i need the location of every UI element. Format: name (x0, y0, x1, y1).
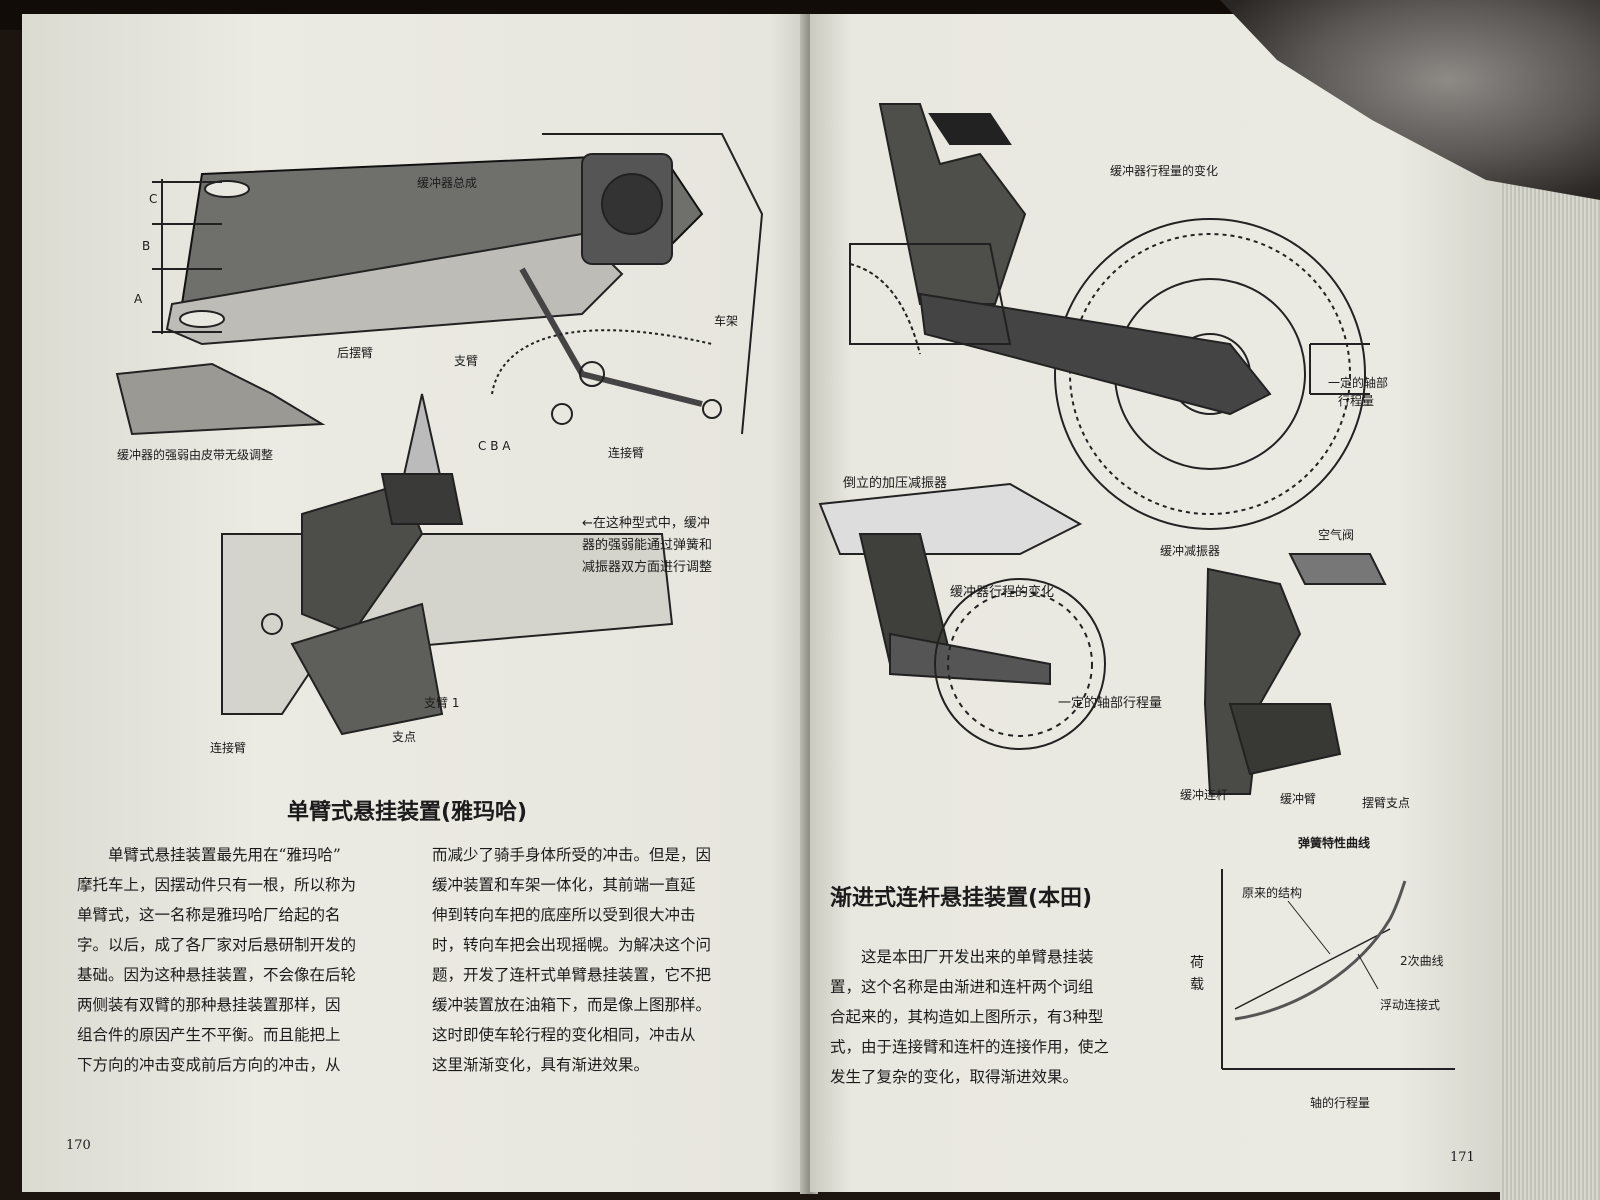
graph-label-original: 原来的结构 (1242, 886, 1303, 900)
swingarm-illustration (115, 133, 764, 736)
page-number-left: 170 (66, 1138, 91, 1153)
label-cba: C B A (478, 439, 511, 453)
label-stroke-change-2: 缓冲器行程的变化 (950, 585, 1055, 600)
text-line: 发生了复杂的变化，取得渐进效果。 (830, 1068, 1079, 1086)
label-stroke-change: 缓冲器行程量的变化 (1110, 164, 1219, 178)
section-title-honda: 渐进式连杆悬挂装置(本田) (830, 886, 1093, 911)
text-line: 时，转向车把会出现摇幌。为解决这个问 (432, 936, 712, 954)
graph-title: 弹簧特性曲线 (1298, 836, 1371, 850)
text-line: 缓冲装置和车架一体化，其前端一直延 (432, 876, 696, 894)
left-column-1: 单臂式悬挂装置最先用在“雅玛哈” 摩托车上，因摆动件只有一根，所以称为 单臂式，… (77, 840, 447, 1080)
label-axle-stroke-1: 一定的轴部 (1328, 376, 1389, 390)
label-axle-stroke-2: 行程量 (1338, 394, 1375, 408)
text-line: 基础。因为这种悬挂装置，不会像在后轮 (77, 966, 357, 984)
label-support-arm-1: 支臂 1 (424, 696, 460, 710)
left-column-2: 而减少了骑手身体所受的冲击。但是，因 缓冲装置和车架一体化，其前端一直延 伸到转… (432, 840, 802, 1080)
text-line: 两侧装有双臂的那种悬挂装置那样，因 (77, 996, 341, 1014)
text-line: 合起来的，其构造如上图所示，有3种型 (830, 1008, 1104, 1026)
text-line: 式，由于连接臂和连杆的连接作用，使之 (830, 1038, 1110, 1056)
left-page: 缓冲器总成 后摆臂 支臂 车架 连接臂 缓冲器的强弱由皮带无级调整 C B A … (22, 14, 808, 1192)
label-link-arm: 连接臂 (608, 446, 645, 460)
label-shock-link: 缓冲连杆 (1180, 788, 1229, 802)
right-paragraph: 这是本田厂开发出来的单臂悬挂装 置，这个名称是由渐进和连杆两个词组 合起来的，其… (830, 942, 1190, 1092)
label-link-arm-2: 连接臂 (210, 741, 247, 755)
label-note-2: 器的强弱能通过弹簧和 (582, 538, 713, 553)
text-line: 字。以后，成了各厂家对后悬研制开发的 (77, 936, 357, 954)
label-rear-swingarm: 后摆臂 (337, 346, 374, 360)
page-stack-edge (1500, 150, 1600, 1200)
label-frame: 车架 (714, 314, 739, 328)
label-shock-assembly: 缓冲器总成 (417, 176, 478, 190)
text-line: 而减少了骑手身体所受的冲击。但是，因 (432, 846, 712, 864)
honda-suspension-illustration (818, 103, 1387, 795)
section-title-yamaha: 单臂式悬挂装置(雅玛哈) (287, 800, 528, 825)
text-line: 这时即使车轮行程的变化相同，冲击从 (432, 1026, 696, 1044)
page-number-right: 171 (1450, 1150, 1475, 1165)
original-structure-line (1234, 928, 1391, 1010)
label-dim-a: A (134, 292, 143, 306)
label-note-3: 减振器双方面进行调整 (582, 560, 713, 575)
text-line: 组合件的原因产生不平衡。而且能把上 (77, 1026, 341, 1044)
text-line: 题，开发了连杆式单臂悬挂装置，它不把 (432, 966, 712, 984)
label-dim-b: B (142, 239, 151, 253)
label-inverted-damper: 倒立的加压减振器 (843, 476, 948, 491)
text-line: 这是本田厂开发出来的单臂悬挂装 (861, 948, 1094, 966)
label-shock-arm: 缓冲臂 (1280, 792, 1317, 806)
label-pivot: 支点 (392, 730, 417, 744)
text-line: 单臂式，这一名称是雅玛哈厂给起的名 (77, 906, 341, 924)
label-axle-stroke-3: 一定的轴部行程量 (1058, 696, 1163, 711)
label-support-arm: 支臂 (454, 354, 479, 368)
graph-y-label-1: 荷 (1190, 955, 1204, 971)
label-swing-pivot: 摆臂支点 (1362, 796, 1411, 810)
text-line: 这里渐渐变化，具有渐进效果。 (432, 1056, 650, 1074)
label-note-1: ←在这种型式中，缓冲 (582, 516, 710, 531)
spring-curve-graph (1221, 869, 1455, 1070)
label-belt-adjust: 缓冲器的强弱由皮带无级调整 (117, 448, 274, 462)
text-line: 摩托车上，因摆动件只有一根，所以称为 (77, 876, 357, 894)
text-line: 伸到转向车把的底座所以受到很大冲击 (432, 906, 696, 924)
graph-y-label-2: 载 (1190, 977, 1204, 993)
text-line: 下方向的冲击变成前后方向的冲击，从 (77, 1056, 341, 1074)
leader-line (1357, 953, 1379, 990)
text-line: 置，这个名称是由渐进和连杆两个词组 (830, 978, 1094, 996)
graph-x-label: 轴的行程量 (1310, 1096, 1371, 1110)
label-dim-c: C (149, 192, 158, 206)
text-line: 单臂式悬挂装置最先用在“雅玛哈” (108, 846, 341, 864)
label-shock-damper: 缓冲减振器 (1160, 544, 1221, 558)
graph-label-quadratic: 2次曲线 (1400, 954, 1444, 968)
text-line: 缓冲装置放在油箱下，而是像上图那样。 (432, 996, 712, 1014)
right-page: 缓冲器行程量的变化 一定的轴部 行程量 倒立的加压减振器 缓冲器行程的变化 一定… (810, 14, 1500, 1192)
floating-link-curve (1234, 880, 1407, 1021)
leader-line (1287, 900, 1331, 955)
graph-label-floating: 浮动连接式 (1380, 998, 1441, 1012)
label-air-valve: 空气阀 (1318, 528, 1355, 542)
